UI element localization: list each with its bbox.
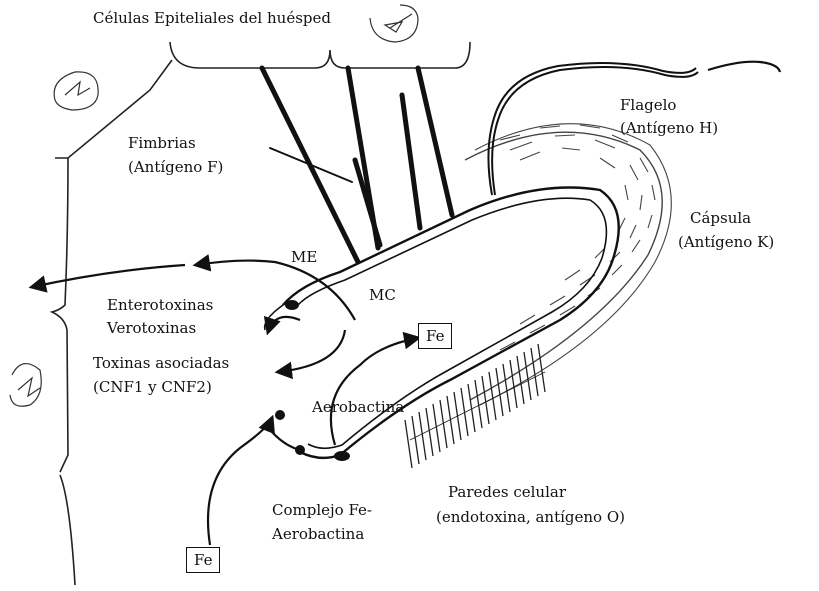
me-label: ME xyxy=(291,247,317,268)
mc-label: MC xyxy=(369,285,396,306)
aerobactina-label: Aerobactina xyxy=(312,397,404,418)
flagelo-label: Flagelo xyxy=(620,95,676,116)
capsula-label: Cápsula xyxy=(690,208,751,229)
complejo-aerobactina-label: Aerobactina xyxy=(272,524,364,545)
complejo-label: Complejo Fe- xyxy=(272,500,372,521)
toxinas-label: Toxinas asociadas xyxy=(93,353,229,374)
o-antigen-spikes xyxy=(405,344,545,468)
fe-top-box: Fe xyxy=(418,323,452,349)
paredes-label: Paredes celular xyxy=(448,482,566,503)
membrane-transporters xyxy=(275,300,350,461)
verotoxinas-label: Verotoxinas xyxy=(107,318,196,339)
enterotoxinas-label: Enterotoxinas xyxy=(107,295,213,316)
capsule xyxy=(465,124,671,405)
fimbrias-label: Fimbrias xyxy=(128,133,196,154)
toxinas-cnf-label: (CNF1 y CNF2) xyxy=(93,377,212,398)
host-cells-label: Células Epiteliales del huésped xyxy=(93,8,331,29)
capsula-antigen-label: (Antígeno K) xyxy=(678,232,774,253)
host-nucleus-icon xyxy=(10,5,418,406)
paredes-antigen-label: (endotoxina, antígeno O) xyxy=(436,507,625,528)
flagelo-antigen-label: (Antígeno H) xyxy=(620,118,718,139)
fe-bottom-box: Fe xyxy=(186,547,220,573)
fimbrias-antigen-label: (Antígeno F) xyxy=(128,157,223,178)
